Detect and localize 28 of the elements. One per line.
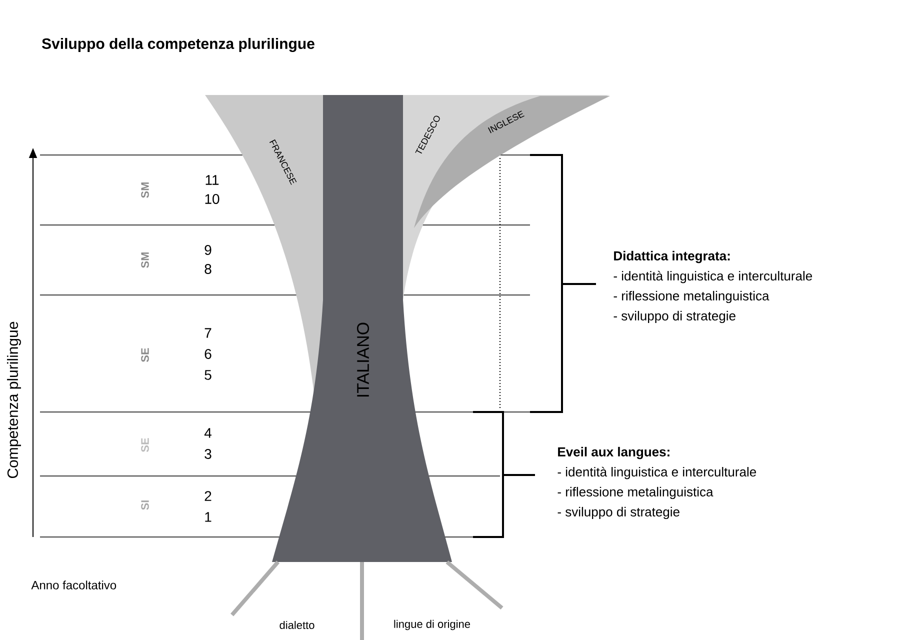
- heading: Eveil aux langues:: [558, 446, 670, 460]
- school-level: SI: [141, 500, 149, 510]
- list-item: - riflessione metalinguistica: [558, 486, 714, 500]
- branch-label: dialetto: [280, 620, 314, 630]
- list-item: - sviluppo di strategie: [558, 506, 680, 520]
- grade-number: 2: [204, 491, 212, 501]
- grade-number: 9: [204, 245, 212, 255]
- list-item: - sviluppo di strategie: [614, 310, 736, 324]
- school-level: SE: [141, 438, 149, 452]
- grade-number: 7: [204, 328, 212, 338]
- grade-number: 5: [204, 370, 212, 380]
- school-level: SM: [141, 182, 149, 198]
- grade-number: 8: [204, 264, 212, 274]
- grade-number: 4: [204, 428, 212, 438]
- branch-label: lingue di origine: [394, 620, 470, 630]
- grade-number: 3: [204, 449, 212, 459]
- grade-number: 6: [204, 349, 212, 359]
- school-level: SE: [141, 348, 149, 362]
- note: Anno facoltativo: [31, 580, 116, 590]
- list-item: - identità linguistica e interculturale: [558, 466, 756, 480]
- school-level: SM: [141, 252, 149, 268]
- grade-number: 1: [205, 512, 212, 522]
- title: Sviluppo della competenza plurilingue: [42, 38, 314, 52]
- grade-number: 10: [205, 194, 220, 204]
- grade-number: 11: [206, 175, 219, 185]
- heading: Didattica integrata:: [614, 250, 730, 264]
- list-item: - riflessione metalinguistica: [614, 290, 770, 304]
- axis-label: Competenza plurilingue: [7, 322, 21, 478]
